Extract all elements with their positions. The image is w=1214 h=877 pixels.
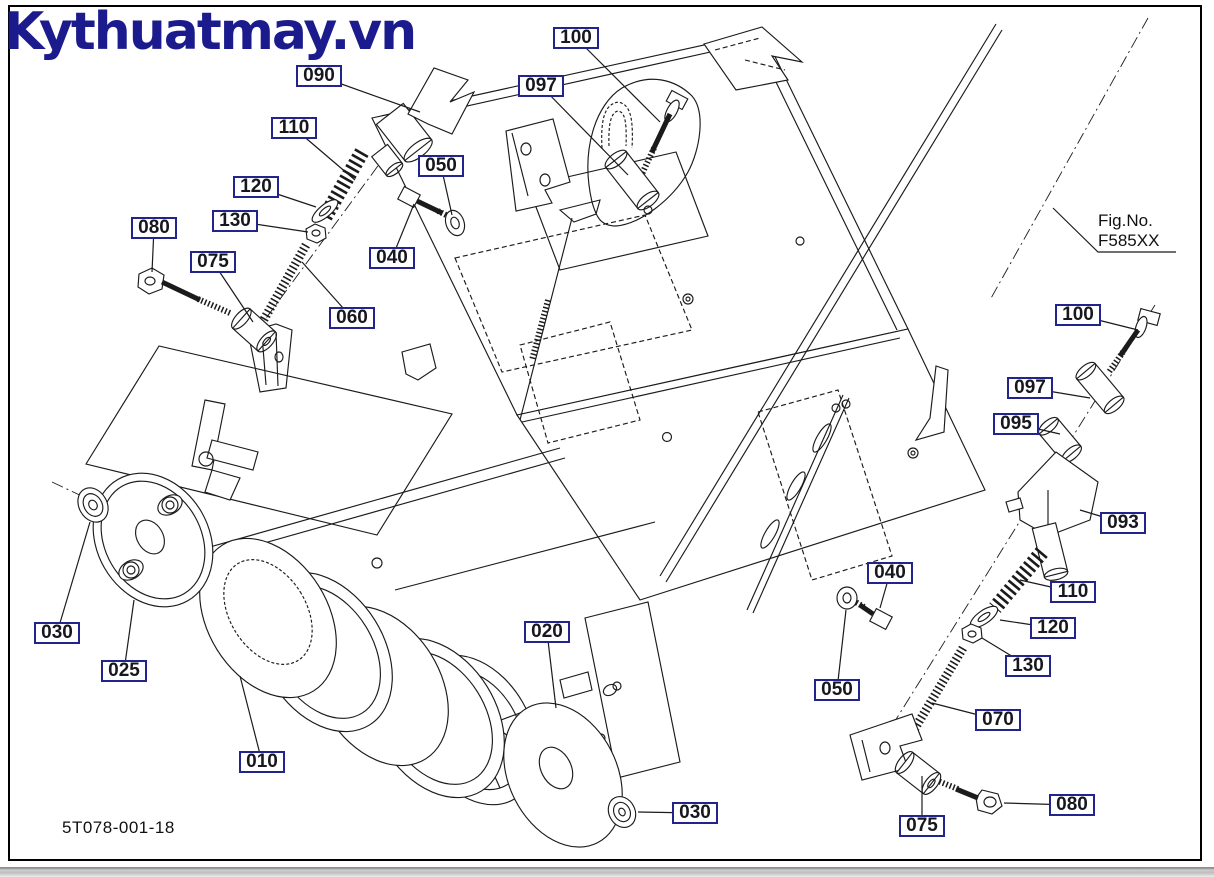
callout-010-13: 010 (239, 751, 285, 773)
callout-040-26: 040 (867, 562, 913, 584)
callout-110-20: 110 (1050, 581, 1096, 603)
drawing-border (8, 5, 1202, 861)
leader-line-100 (576, 38, 660, 122)
leader-line-050 (837, 610, 846, 690)
callout-110-1: 110 (271, 117, 317, 139)
sheet-code: 5T078-001-18 (62, 818, 175, 837)
left-hanger-parts (138, 68, 688, 392)
callout-130-3: 130 (212, 210, 258, 232)
callout-097-10: 097 (518, 75, 564, 97)
callout-100-9: 100 (553, 27, 599, 49)
callout-130-22: 130 (1005, 655, 1051, 677)
callout-050-8: 050 (418, 155, 464, 177)
site-logo: Kythuatmay.vn (4, 2, 417, 62)
figure-number-code: F585XX (1098, 231, 1160, 250)
bearing-left (72, 482, 114, 527)
leader-line-030 (57, 522, 90, 633)
callout-075-5: 075 (190, 251, 236, 273)
fig-number-leader (1053, 208, 1176, 252)
callout-120-2: 120 (233, 176, 279, 198)
leader-line-020 (547, 632, 556, 708)
callout-070-23: 070 (975, 709, 1021, 731)
callout-020-14: 020 (524, 621, 570, 643)
right-end-plate (480, 602, 680, 867)
mower-deck-frame (178, 24, 1002, 613)
left-end-plate (70, 451, 237, 628)
callout-093-19: 093 (1100, 512, 1146, 534)
callout-050-27: 050 (814, 679, 860, 701)
callout-060-6: 060 (329, 307, 375, 329)
roller-drum (172, 513, 563, 827)
leader-line-097 (541, 86, 628, 175)
leader-line-025 (124, 600, 134, 671)
right-hanger-parts (837, 309, 1160, 814)
bearing-right (603, 792, 641, 832)
left-mount-plate (86, 346, 452, 535)
callout-030-11: 030 (34, 622, 80, 644)
callout-025-12: 025 (101, 660, 147, 682)
callout-030-15: 030 (672, 802, 718, 824)
callout-080-4: 080 (131, 217, 177, 239)
callout-095-18: 095 (993, 413, 1039, 435)
callout-120-21: 120 (1030, 617, 1076, 639)
horizontal-scrollbar[interactable] (0, 867, 1214, 877)
leader-line-010 (240, 676, 262, 762)
callout-080-25: 080 (1049, 794, 1095, 816)
callout-040-7: 040 (369, 247, 415, 269)
callout-100-16: 100 (1055, 304, 1101, 326)
callout-090-0: 090 (296, 65, 342, 87)
callout-075-24: 075 (899, 815, 945, 837)
callout-097-17: 097 (1007, 377, 1053, 399)
figure-number-label: Fig.No. (1098, 211, 1153, 230)
figure-number: Fig.No. F585XX (1098, 211, 1159, 251)
